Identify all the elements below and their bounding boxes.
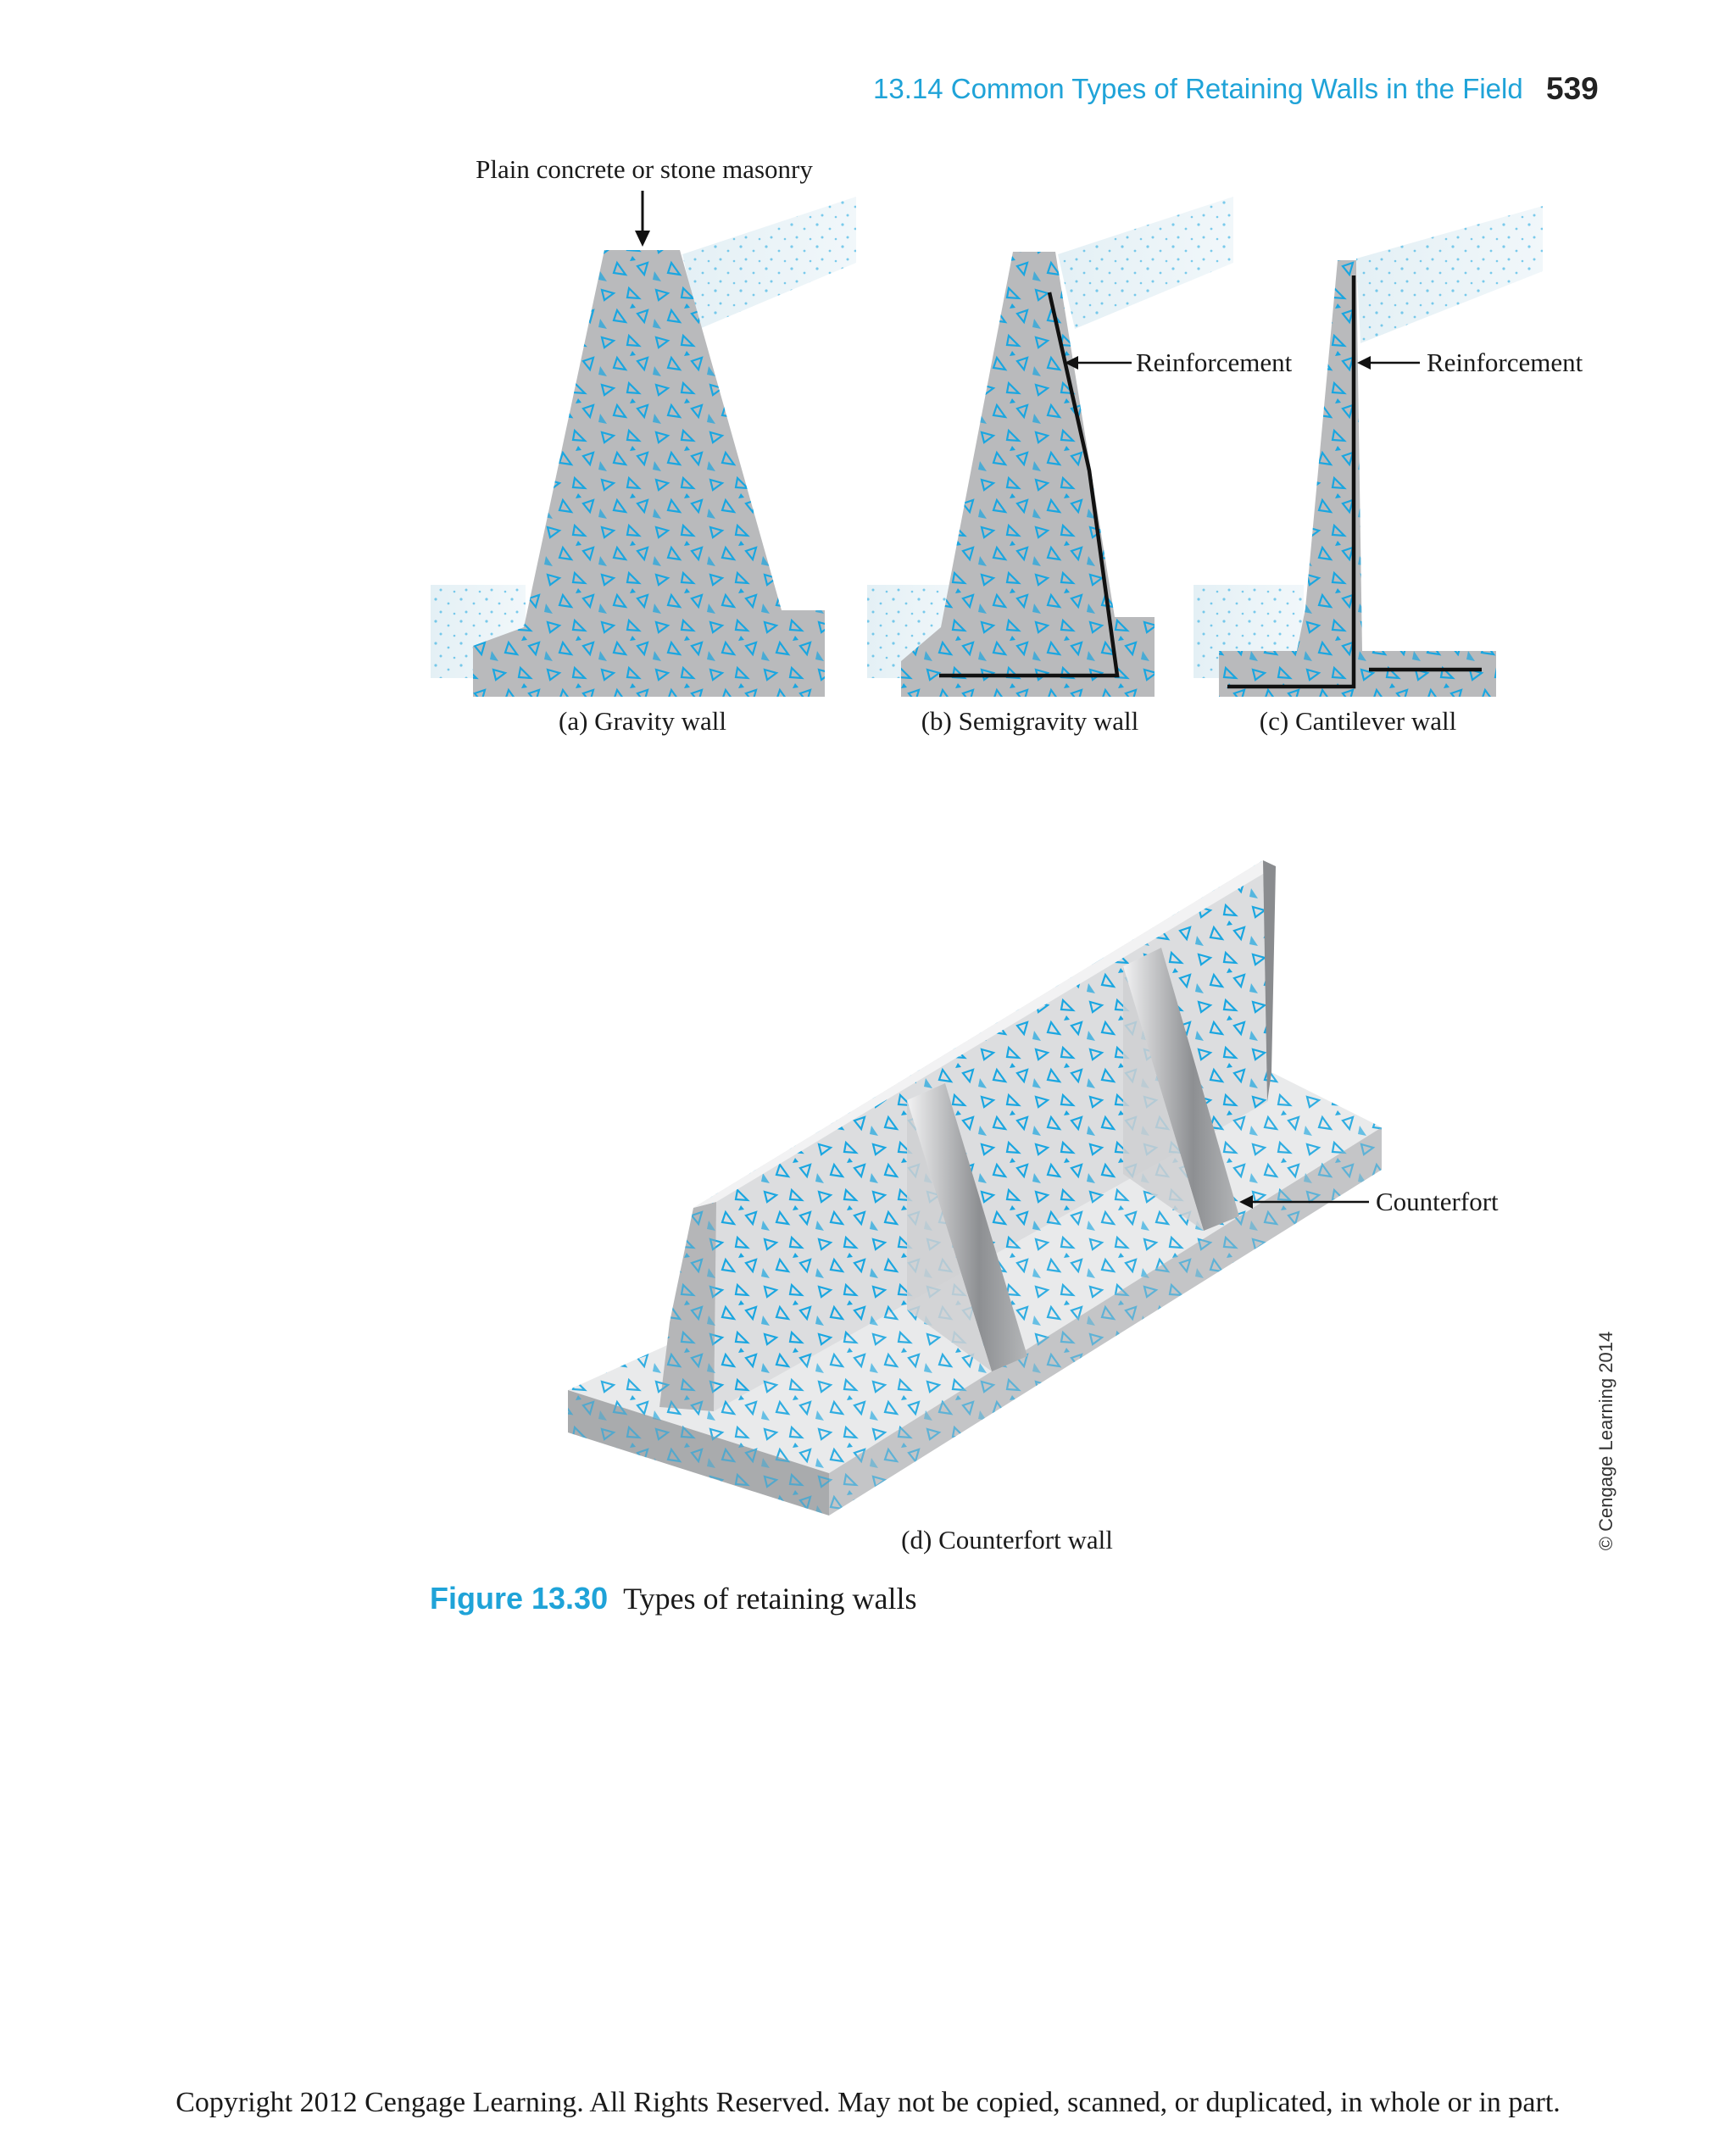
counterfort-label: Counterfort — [1376, 1187, 1499, 1216]
gravity-wall-diagram — [431, 191, 856, 697]
figure-title: Types of retaining walls — [623, 1582, 917, 1616]
reinforcement-label-b: Reinforcement — [1136, 348, 1293, 377]
caption-a: (a) Gravity wall — [559, 706, 726, 736]
footer-copyright: Copyright 2012 Cengage Learning. All Rig… — [175, 2087, 1561, 2118]
top-material-label: Plain concrete or stone masonry — [476, 154, 813, 184]
semigravity-wall-diagram — [867, 197, 1233, 697]
page-number: 539 — [1546, 71, 1599, 106]
image-credit: © Cengage Learning 2014 — [1595, 1332, 1616, 1550]
counterfort-wall-diagram — [568, 860, 1382, 1516]
figure-caption: Figure 13.30 Types of retaining walls — [430, 1581, 917, 1616]
counterfort-rib-2 — [1123, 948, 1239, 1231]
semigravity-reinforcement-bar — [939, 292, 1120, 678]
cantilever-reinforcement-stem — [1227, 275, 1356, 689]
cantilever-wall-diagram — [1194, 206, 1543, 697]
caption-d: (d) Counterfort wall — [901, 1525, 1113, 1555]
caption-c: (c) Cantilever wall — [1260, 706, 1456, 736]
caption-b: (b) Semigravity wall — [921, 706, 1139, 736]
reinforcement-label-c: Reinforcement — [1427, 348, 1583, 377]
running-head: 13.14 Common Types of Retaining Walls in… — [873, 73, 1523, 104]
figure-number: Figure 13.30 — [430, 1581, 609, 1616]
counterfort-rib-1 — [907, 1083, 1027, 1371]
